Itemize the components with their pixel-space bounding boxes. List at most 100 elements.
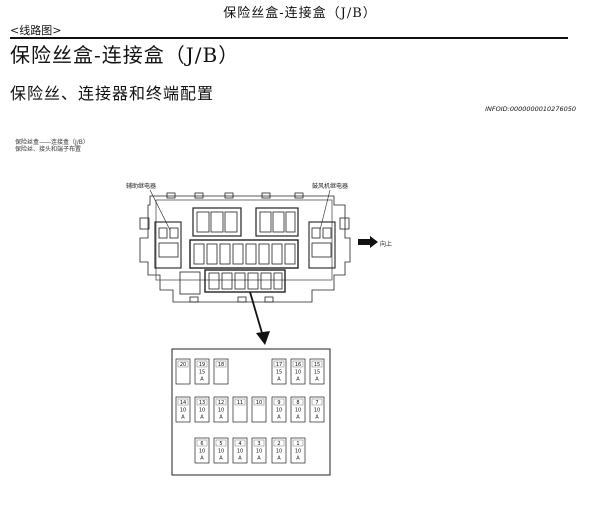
fuse-number: 6: [200, 441, 203, 447]
fuse-amperage: 10: [199, 408, 205, 414]
fuse-slot-4: 4 10A: [232, 437, 248, 464]
fuse-amperage: 10: [295, 370, 301, 376]
fuse-slot-frame: [194, 437, 210, 464]
fuse-number: 3: [257, 441, 260, 447]
document-header: 保险丝盒-连接盒（J/B）: [223, 6, 377, 21]
fuse-number: 1: [296, 441, 299, 447]
fuse-amperage: 15: [199, 370, 205, 376]
diagram-caption-line1: 保险丝盒——连接盒（J/B）: [15, 139, 89, 146]
fuse-number: 5: [219, 441, 222, 447]
fuse-detail-panel: [171, 348, 331, 476]
fuse-slot-frame: [213, 396, 229, 423]
fuse-number: 13: [199, 400, 205, 406]
fuse-number-box: [177, 360, 189, 368]
fuse-number: 17: [276, 362, 282, 368]
fuse-unit: A: [219, 456, 223, 462]
title-rule: [10, 37, 568, 39]
detail-pointer-arrow-icon: [249, 291, 270, 345]
fuse-number: 4: [238, 441, 241, 447]
fuse-amperage: 10: [237, 449, 243, 455]
fuse-number-box: [234, 439, 246, 447]
fuse-number-box: [196, 439, 208, 447]
fuse-amperage: 10: [199, 449, 205, 455]
fuse-unit: A: [315, 377, 319, 383]
fuse-number-box: [215, 360, 227, 368]
fuse-slot-frame: [213, 358, 229, 385]
fuse-number: 18: [218, 362, 224, 368]
fuse-unit: A: [200, 377, 204, 383]
fuse-number: 11: [237, 400, 243, 406]
fuse-unit: A: [315, 415, 319, 421]
fuse-number-box: [292, 360, 304, 368]
fuse-slot-frame: [271, 437, 287, 464]
fuse-slot-18: 18: [213, 358, 229, 385]
fuse-unit: A: [219, 415, 223, 421]
fuse-number-box: [196, 398, 208, 406]
fuse-slot-frame: [232, 437, 248, 464]
relay-leader-lines: [149, 189, 331, 231]
fuse-amperage: 10: [276, 408, 282, 414]
fuse-number-box: [273, 360, 285, 368]
fuse-number: 15: [314, 362, 320, 368]
diagram-caption-line2: 保险丝、接头和端子布置: [15, 146, 82, 153]
fuse-number: 10: [256, 400, 262, 406]
fuse-slot-frame: [175, 396, 191, 423]
fuse-number-box: [215, 398, 227, 406]
fuse-number: 14: [180, 400, 186, 406]
blower-relay-label: 鼓风机继电器: [312, 182, 348, 190]
fuse-slot-frame: [290, 396, 306, 423]
fuse-unit: A: [238, 456, 242, 462]
fuse-slot-13: 13 10A: [194, 396, 210, 423]
fuse-amperage: 10: [218, 408, 224, 414]
fuse-slot-11: 11: [232, 396, 248, 423]
fuse-number-box: [196, 360, 208, 368]
fuse-slot-5: 5 10A: [213, 437, 229, 464]
fuse-amperage: 10: [218, 449, 224, 455]
fuse-amperage: 10: [276, 449, 282, 455]
breadcrumb[interactable]: <线路图>: [10, 24, 62, 37]
fuse-number-box: [273, 439, 285, 447]
fuse-number-box: [311, 398, 323, 406]
fuse-number: 16: [295, 362, 301, 368]
fuse-slot-frame: [251, 396, 267, 423]
fuse-unit: A: [296, 456, 300, 462]
auxiliary-relay-label: 辅助继电器: [126, 182, 156, 190]
fuse-unit: A: [200, 415, 204, 421]
section-title: 保险丝、连接器和终端配置: [10, 84, 215, 103]
info-id: INFOID:0000000010276050: [485, 105, 576, 113]
fuse-number-box: [215, 439, 227, 447]
fuse-slot-20: 20: [175, 358, 191, 385]
fuse-number-box: [311, 360, 323, 368]
fuse-number: 20: [180, 362, 186, 368]
fuse-number-box: [177, 398, 189, 406]
fuse-slot-frame: [290, 437, 306, 464]
up-arrow-icon: [358, 236, 378, 248]
fuse-number-box: [234, 398, 246, 406]
fuse-slot-10: 10: [251, 396, 267, 423]
fuse-slot-frame: [175, 358, 191, 385]
fuse-number-box: [253, 439, 265, 447]
fuse-amperage: 10: [314, 408, 320, 414]
fuse-slot-12: 12 10A: [213, 396, 229, 423]
fuse-number: 8: [296, 400, 299, 406]
fuse-number: 12: [218, 400, 224, 406]
up-direction-label: 向上: [380, 240, 392, 248]
fuse-unit: A: [296, 377, 300, 383]
fuse-amperage: 10: [180, 408, 186, 414]
fuse-number: 2: [277, 441, 280, 447]
page-title: 保险丝盒-连接盒（J/B）: [10, 43, 240, 67]
fuse-slot-frame: [213, 437, 229, 464]
fuse-slot-frame: [271, 396, 287, 423]
fuse-amperage: 15: [314, 370, 320, 376]
fuse-unit: A: [296, 415, 300, 421]
fuse-unit: A: [277, 377, 281, 383]
fuse-slot-16: 16 10A: [290, 358, 306, 385]
